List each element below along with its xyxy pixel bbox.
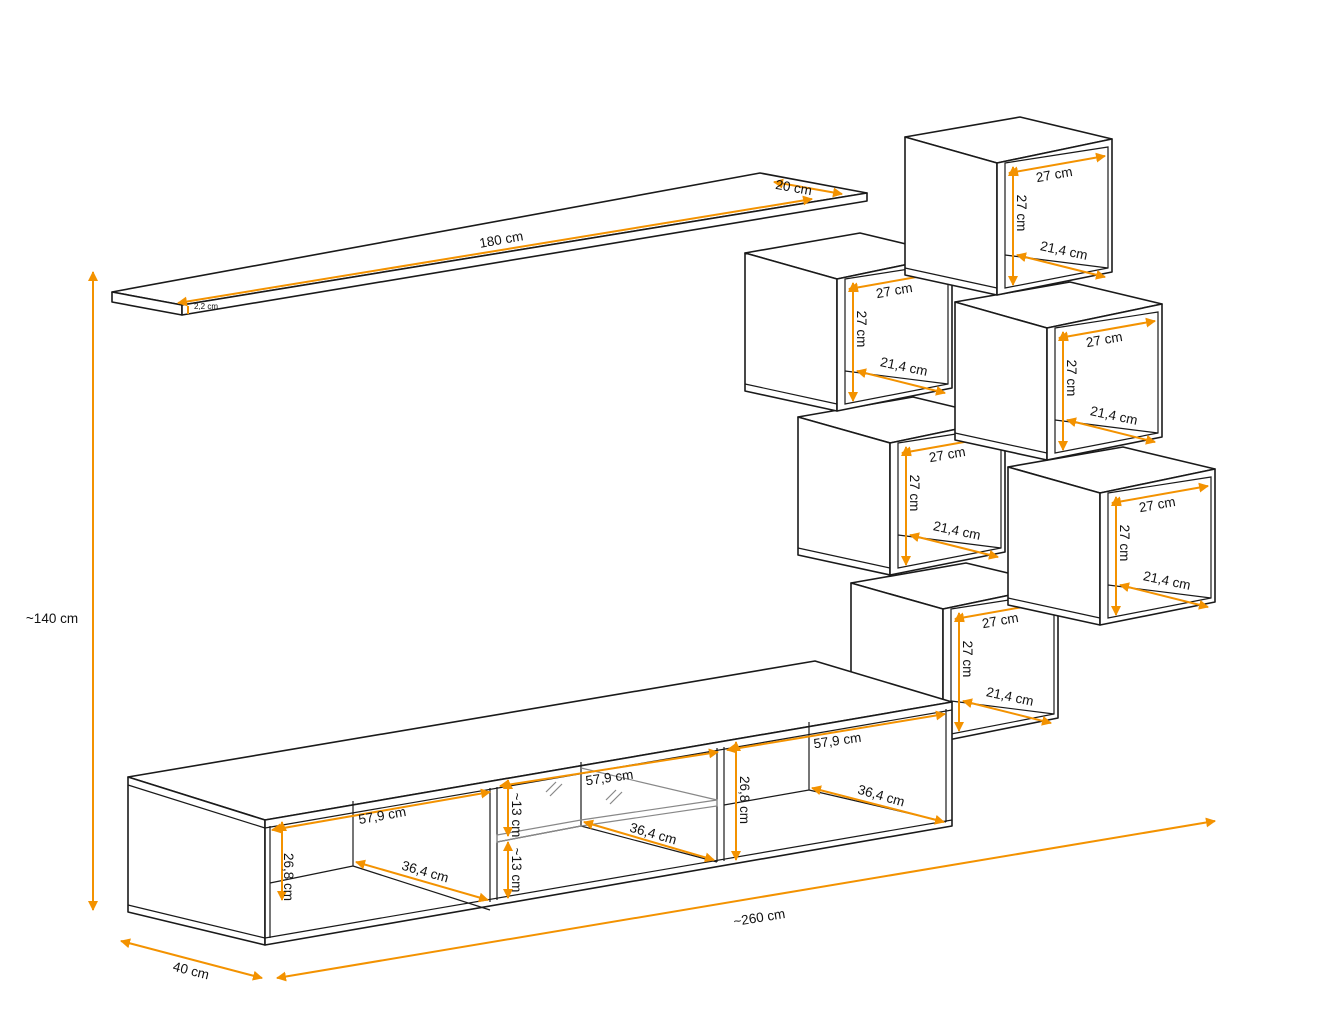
overall-width-dimension: [276, 817, 1216, 982]
wall-shelf: 180 cm 20 cm 2,2 cm: [111, 172, 868, 316]
cube-dimension-line: [962, 698, 1052, 726]
overall-height-label: ~140 cm: [26, 611, 78, 626]
shelf-thickness-label: 2,2 cm: [194, 302, 218, 311]
cube-width-label: 27 cm: [928, 444, 967, 465]
cube-dimension-line: [1058, 317, 1156, 342]
cube-height-label: 27 cm: [960, 641, 975, 678]
cube-dimension-line: [1111, 482, 1209, 507]
cube-height-label: 27 cm: [1117, 525, 1132, 562]
cube-dimension-line: [1008, 152, 1106, 177]
tv-lowboard: 57,9 cm 26,8 cm 36,4 cm 57,9 cm ~13 cm ~…: [127, 660, 953, 946]
cube-height-label: 27 cm: [854, 311, 869, 348]
overall-width-label: ~260 cm: [732, 906, 786, 929]
cube-dimension-line: [1016, 252, 1106, 280]
cube-width-label: 27 cm: [875, 280, 914, 301]
cube-width-label: 27 cm: [1035, 164, 1074, 185]
cube-dimension-line: [1119, 582, 1209, 610]
shelf-depth-dimension: [773, 178, 843, 198]
cube-width-label: 27 cm: [1138, 494, 1177, 515]
middle-upper-height-label: ~13 cm: [509, 793, 524, 838]
cube-height-label: 27 cm: [907, 475, 922, 512]
cube-height-label: 27 cm: [1064, 360, 1079, 397]
overall-depth-dimension: [120, 938, 263, 981]
cube-width-label: 27 cm: [981, 610, 1020, 631]
left-height-label: 26,8 cm: [281, 853, 296, 901]
middle-width-label: 57,9 cm: [585, 767, 635, 789]
cube-dimension-line: [856, 368, 946, 396]
right-height-label: 26,8 cm: [737, 776, 752, 824]
middle-lower-height-label: ~13 cm: [509, 848, 524, 893]
cube-width-label: 27 cm: [1085, 329, 1124, 350]
cube-height-label: 27 cm: [1014, 195, 1029, 232]
shelf-depth-label: 20 cm: [774, 177, 813, 198]
right-width-label: 57,9 cm: [813, 730, 863, 752]
cube-dimension-line: [1066, 417, 1156, 445]
cube-dimension-line: [909, 532, 999, 560]
shelf-length-dimension: [177, 195, 813, 307]
